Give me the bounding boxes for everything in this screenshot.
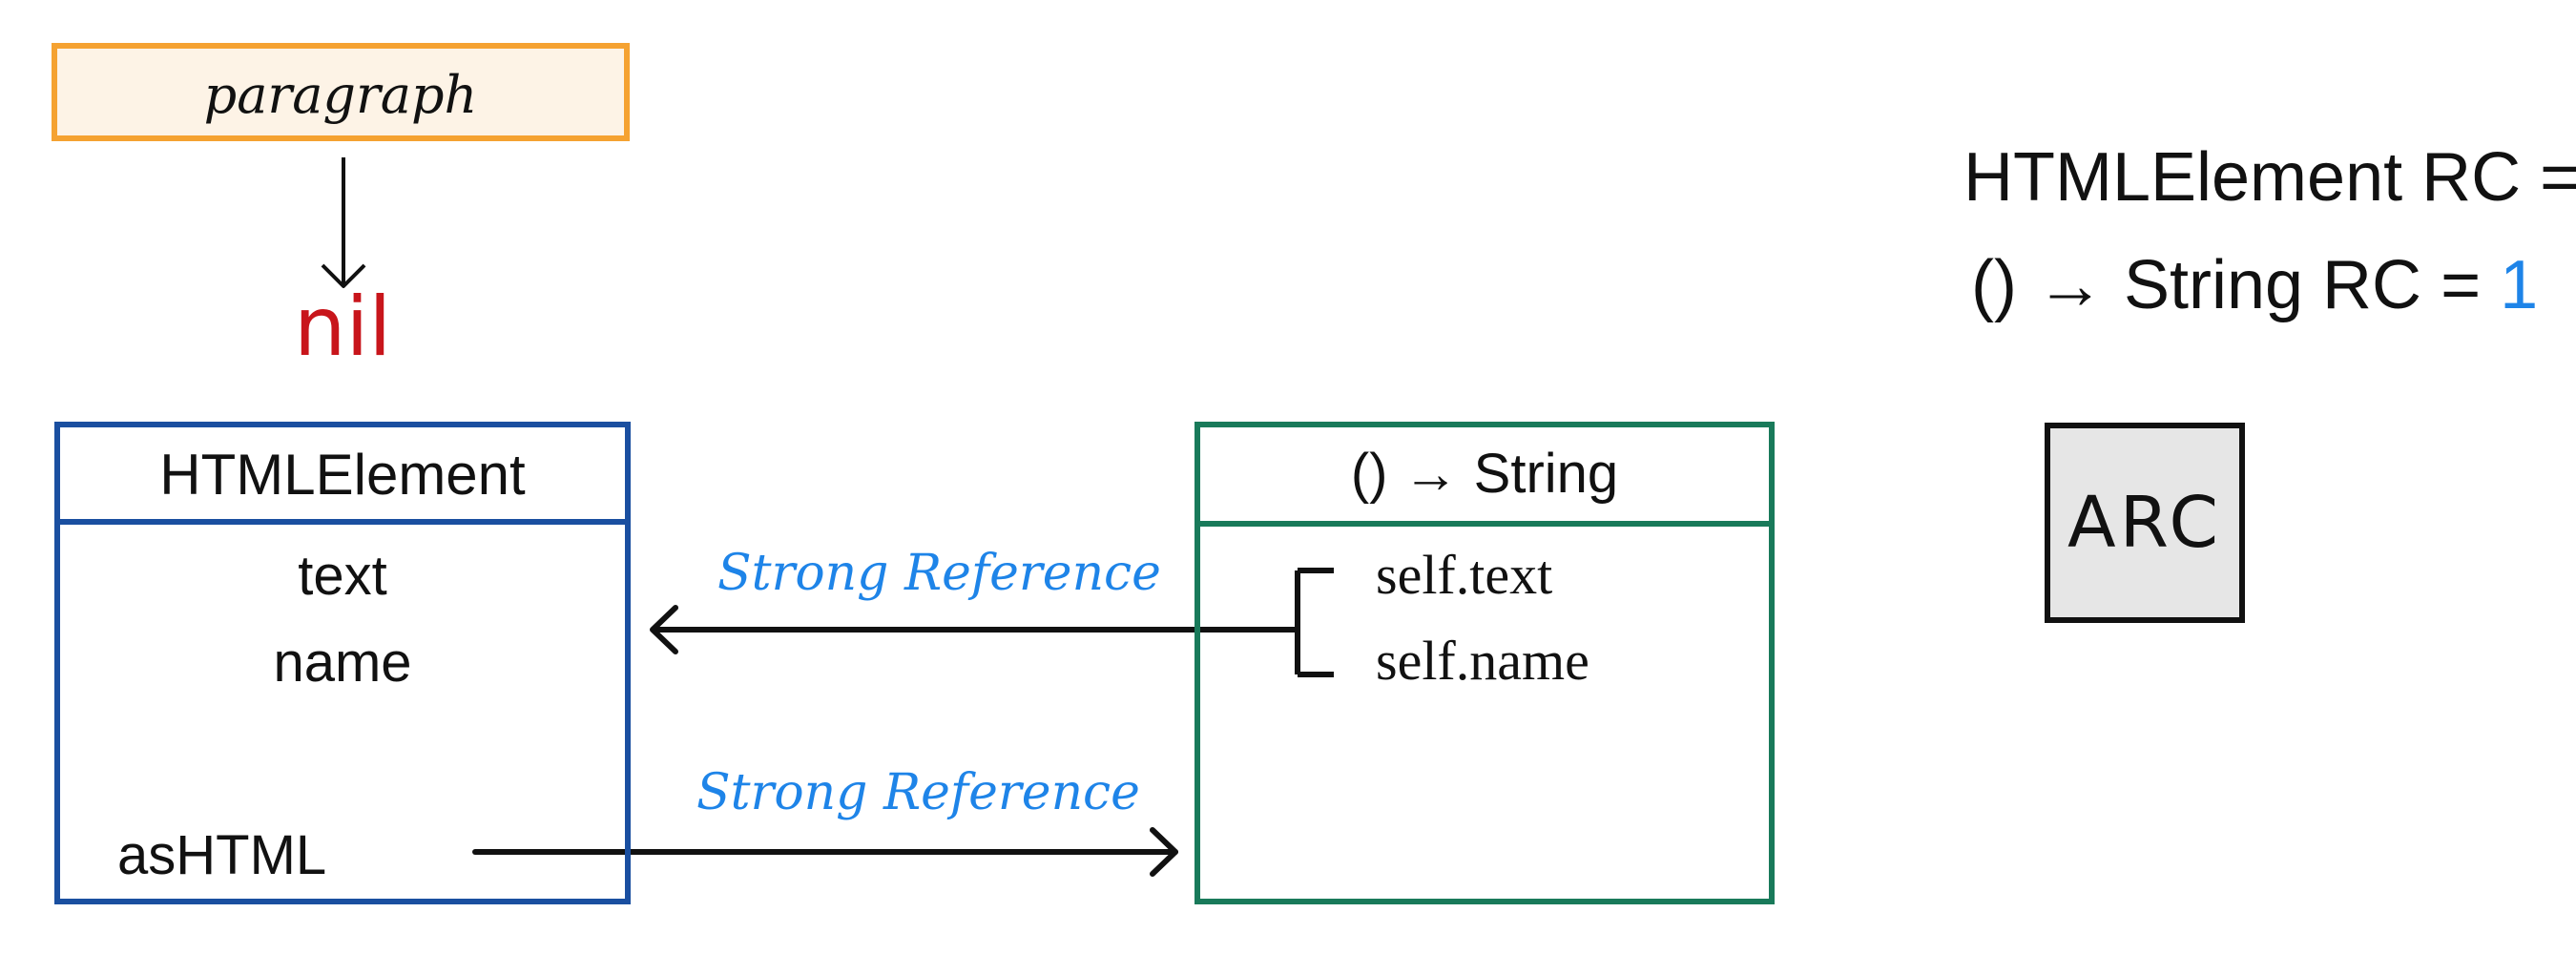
closure-instance-box: () → String self.text self.name [1195,422,1775,904]
html-element-rc-equals: = [2540,139,2576,216]
paragraph-to-nil-arrow [321,157,366,288]
closure-rc-equals: = [2441,247,2482,323]
paragraph-label: paragraph [203,65,478,125]
html-element-property-text: text [298,545,387,607]
html-element-property-name: name [273,632,412,694]
closure-rc-line: () → String RC = 1 [1971,251,2538,320]
strong-reference-label-element-to-closure: Strong Reference [696,764,1140,821]
strong-reference-label-closure-to-element: Strong Reference [717,545,1161,602]
arc-box: ARC [2045,423,2245,623]
html-element-header: HTMLElement [60,427,625,525]
html-element-rc-name: HTMLElement RC [1963,139,2522,216]
closure-capture-self-name: self.name [1376,630,1589,692]
closure-rc-value: 1 [2500,247,2539,323]
paragraph-variable-box: paragraph [52,43,630,141]
closure-rc-name: () → String RC [1971,247,2422,323]
nil-value-label: nil [294,280,392,375]
html-element-title: HTMLElement [159,443,526,507]
closure-header: () → String [1200,427,1769,527]
html-element-instance-box: HTMLElement text name asHTML [54,422,631,904]
arc-label: ARC [2067,482,2223,564]
closure-title: () → String [1350,443,1619,505]
closure-capture-self-text: self.text [1376,544,1553,606]
html-element-rc-line: HTMLElement RC = 1 [1963,143,2576,212]
html-element-property-ashtml: asHTML [117,824,327,886]
